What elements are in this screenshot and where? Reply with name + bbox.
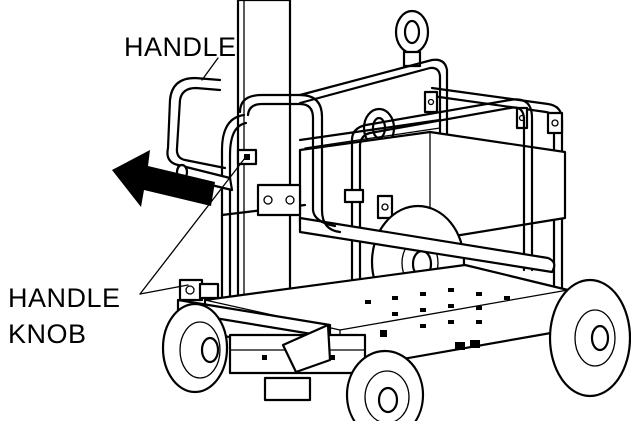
- machine-body: [298, 90, 567, 242]
- cylinder-clamp: [256, 183, 332, 374]
- rear-wheel-right: [548, 278, 631, 398]
- handle-knob-upper: [236, 148, 258, 166]
- cart-handle: [166, 76, 556, 274]
- arrow-left-icon: [112, 150, 215, 207]
- handle-knob-label-line2: KNOB: [8, 319, 87, 349]
- lifting-eye-top: [394, 9, 430, 68]
- handle-knob-label-line1: HANDLE: [8, 283, 121, 313]
- front-wheel-left: [161, 302, 229, 394]
- handle-label: HANDLE: [124, 32, 237, 62]
- handle-knob-lower: [178, 278, 220, 302]
- front-wheel-right: [345, 349, 425, 421]
- platform-holes: [365, 288, 510, 350]
- leader-lines: [139, 57, 246, 295]
